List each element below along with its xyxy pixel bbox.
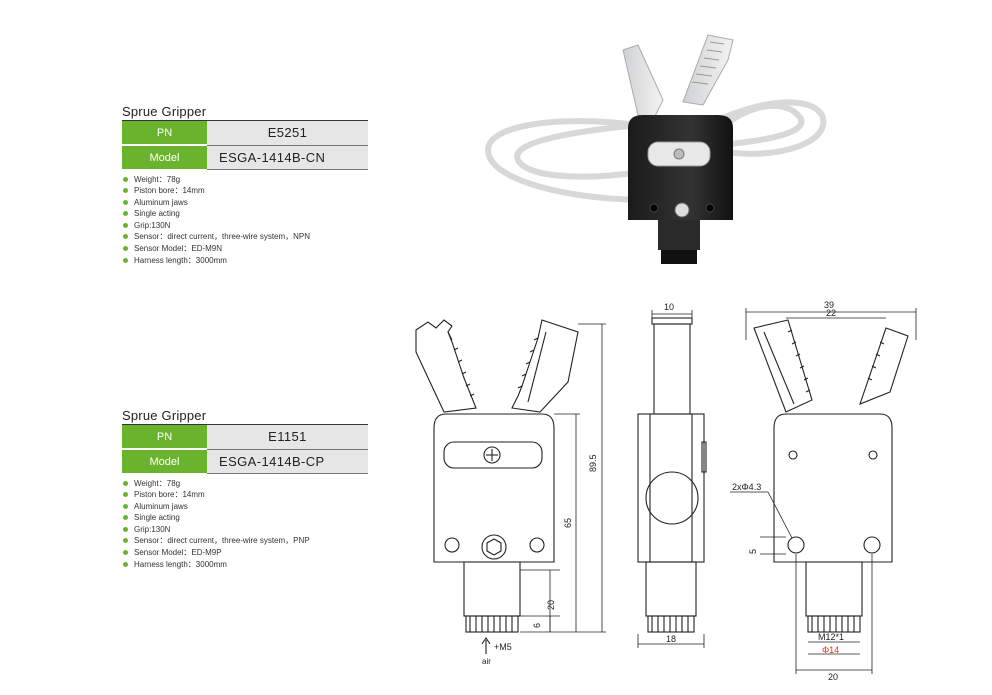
product-spec-block-2: Sprue Gripper PN E1151 Model ESGA-1414B-…	[122, 408, 368, 570]
product-title: Sprue Gripper	[122, 408, 368, 425]
front-dimensions	[520, 323, 606, 633]
spec-row-pn: PN E1151	[122, 425, 368, 450]
bullet-icon	[123, 538, 128, 544]
product-photo	[484, 34, 827, 264]
pn-value: E5251	[207, 121, 368, 146]
bullet-icon	[123, 503, 128, 509]
feature-item: Sensor：direct current，three-wire system，…	[122, 535, 368, 547]
spec-table: PN E1151 Model ESGA-1414B-CP	[122, 425, 368, 474]
feature-item: Harness length：3000mm	[122, 559, 368, 571]
air-label: air	[482, 657, 491, 666]
spec-table: PN E5251 Model ESGA-1414B-CN	[122, 121, 368, 170]
bullet-icon	[123, 211, 128, 217]
technical-drawing: 89.5 65 20 6 +M5 air 10 18 39 22 2xΦ4.3 …	[415, 300, 917, 682]
dim-39: 39	[824, 300, 834, 310]
diameter-label: Φ14	[822, 645, 839, 655]
feature-item: Single acting	[122, 208, 368, 220]
hole-label: 2xΦ4.3	[732, 482, 761, 492]
feature-item: Aluminum jaws	[122, 197, 368, 209]
feature-item: Piston bore：14mm	[122, 489, 368, 501]
bullet-icon	[123, 199, 128, 205]
dim-18: 18	[666, 634, 676, 644]
feature-item: Sensor Model：ED-M9P	[122, 547, 368, 559]
bullet-icon	[123, 176, 128, 182]
feature-item: Harness length：3000mm	[122, 255, 368, 267]
front-view	[415, 319, 579, 654]
dim-5: 5	[748, 549, 758, 554]
feature-item: Sensor：direct current，three-wire system，…	[122, 231, 368, 243]
dim-10: 10	[664, 302, 674, 312]
hex-screw-icon	[674, 202, 690, 218]
model-label: Model	[122, 145, 207, 169]
feature-item: Grip:130N	[122, 220, 368, 232]
bullet-icon	[123, 550, 128, 556]
product-spec-block-1: Sprue Gripper PN E5251 Model ESGA-1414B-…	[122, 104, 368, 266]
bullet-icon	[123, 257, 128, 263]
feature-list: Weight：78g Piston bore：14mm Aluminum jaw…	[122, 174, 368, 267]
model-value: ESGA-1414B-CP	[207, 449, 368, 474]
bullet-icon	[123, 222, 128, 228]
dim-6: 6	[532, 623, 542, 628]
feature-item: Single acting	[122, 512, 368, 524]
feature-list: Weight：78g Piston bore：14mm Aluminum jaw…	[122, 478, 368, 571]
gripper-stem	[658, 220, 700, 250]
spec-row-model: Model ESGA-1414B-CN	[122, 145, 368, 170]
feature-item: Piston bore：14mm	[122, 185, 368, 197]
thread-label: M12*1	[818, 632, 844, 642]
model-label: Model	[122, 449, 207, 473]
model-value: ESGA-1414B-CN	[207, 145, 368, 170]
bullet-icon	[123, 480, 128, 486]
dim-20-front: 20	[546, 600, 556, 610]
bullet-icon	[123, 515, 128, 521]
rear-view	[730, 308, 917, 674]
feature-item: Sensor Model：ED-M9N	[122, 243, 368, 255]
bullet-icon	[123, 234, 128, 240]
right-jaw	[682, 34, 734, 106]
bullet-icon	[123, 526, 128, 532]
dim-22: 22	[826, 308, 836, 318]
dim-89-5: 89.5	[588, 454, 598, 472]
dim-20-rear: 20	[828, 672, 838, 682]
pn-value: E1151	[207, 425, 368, 450]
product-title: Sprue Gripper	[122, 104, 368, 121]
feature-item: Weight：78g	[122, 174, 368, 186]
spec-row-pn: PN E5251	[122, 121, 368, 146]
pn-label: PN	[122, 121, 207, 146]
cable	[484, 99, 827, 203]
spec-row-model: Model ESGA-1414B-CP	[122, 449, 368, 474]
jaw-teeth	[691, 41, 725, 85]
dim-65: 65	[563, 518, 573, 528]
bullet-icon	[123, 188, 128, 194]
port-label: +M5	[494, 642, 512, 652]
pn-label: PN	[122, 425, 207, 450]
side-view	[637, 310, 707, 648]
left-jaw	[622, 44, 664, 121]
bullet-icon	[123, 246, 128, 252]
bullet-icon	[123, 561, 128, 567]
feature-item: Grip:130N	[122, 524, 368, 536]
gripper-body	[628, 115, 733, 220]
feature-item: Aluminum jaws	[122, 501, 368, 513]
bullet-icon	[123, 492, 128, 498]
feature-item: Weight：78g	[122, 478, 368, 490]
screw-icon	[673, 148, 685, 160]
